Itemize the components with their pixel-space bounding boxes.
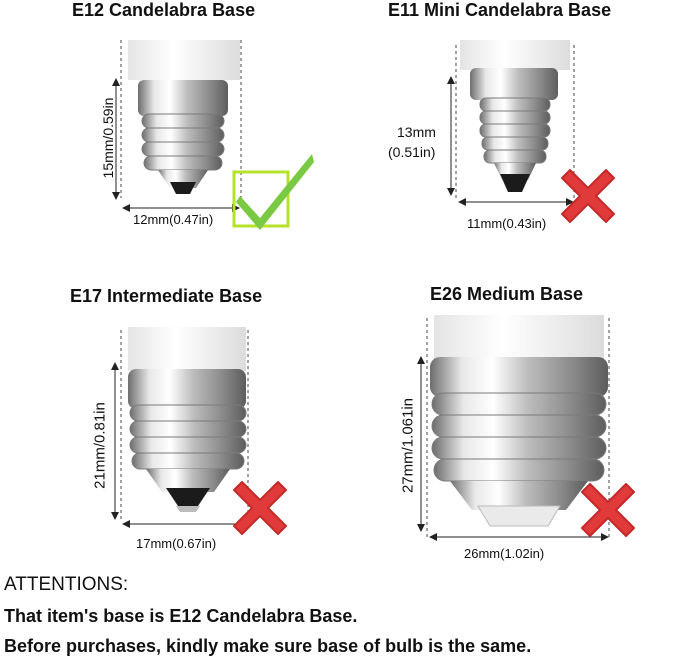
check-icon: [232, 154, 314, 230]
e17-height-label: 21mm/0.81in: [91, 402, 109, 489]
cross-icon: [581, 483, 635, 537]
attention-line-1: That item's base is E12 Candelabra Base.: [4, 606, 358, 626]
e17-width-label: 17mm(0.67in): [136, 536, 217, 551]
e12-height-label: 15mm/0.59in: [100, 97, 116, 179]
e26-title: E26 Medium Base: [430, 284, 584, 304]
e12-title: E12 Candelabra Base: [72, 0, 256, 20]
attention-line-2: Before purchases, kindly make sure base …: [4, 636, 532, 656]
attention-heading: ATTENTIONS:: [4, 574, 129, 595]
e11-width-label: 11mm(0.43in): [467, 216, 547, 231]
cross-icon: [233, 481, 287, 535]
e11-title: E11 Mini Candelabra Base: [388, 0, 612, 20]
e12-width-label: 12mm(0.47in): [133, 212, 214, 227]
e11-height-in-label: (0.51in): [388, 144, 436, 160]
e26-height-label: 27mm/1.061in: [399, 397, 417, 494]
cross-icon: [561, 169, 615, 223]
e17-title: E17 Intermediate Base: [70, 286, 263, 306]
e11-height-mm-label: 13mm: [397, 124, 436, 140]
e26-width-label: 26mm(1.02in): [464, 546, 545, 561]
